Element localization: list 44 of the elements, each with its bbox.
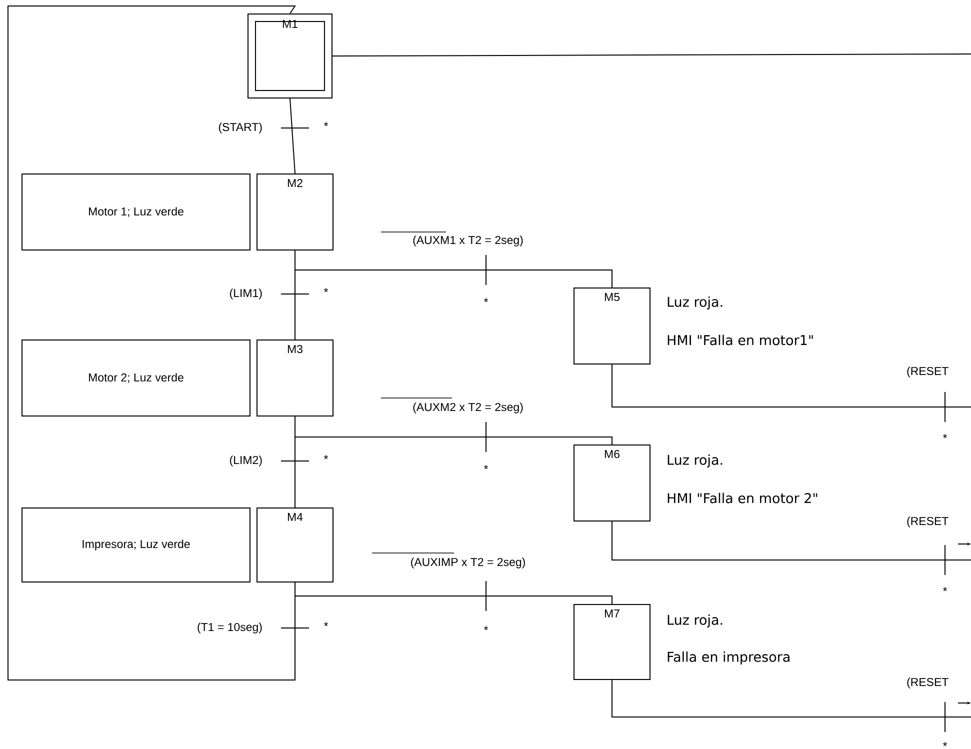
transition-label: (AUXIMP x T2 = 2seg) xyxy=(372,552,527,570)
action-box: Impresora; Luz verde xyxy=(22,508,250,582)
step-box: M5 xyxy=(574,288,650,364)
action-text: Falla en impresora xyxy=(668,651,790,665)
transition-label: (T1 = 10seg) xyxy=(196,622,264,634)
connector-line xyxy=(8,6,296,680)
transition-label: (AUXM1 x T2 = 2seg) xyxy=(380,232,524,248)
transition-label: (RESET xyxy=(906,366,950,378)
transition-label: (RESET xyxy=(906,676,950,690)
asterisk: * xyxy=(324,288,328,292)
step-box: M3 xyxy=(256,340,334,416)
step-box: M4 xyxy=(256,508,334,582)
action-text: HMI "Falla en motor 2" xyxy=(668,492,818,504)
step-box: M7 xyxy=(574,604,650,680)
step-box: M6 xyxy=(574,444,650,522)
asterisk: * xyxy=(484,465,488,470)
action-text: Luz roja. xyxy=(668,454,722,468)
transition-label: (LIM1) xyxy=(228,288,264,300)
transition-label: (START) xyxy=(217,122,264,134)
asterisk: * xyxy=(324,622,328,626)
connector-line xyxy=(612,364,971,408)
connector-line xyxy=(332,54,971,56)
asterisk: * xyxy=(942,742,948,746)
asterisk: * xyxy=(942,587,948,592)
connector-line xyxy=(294,416,612,445)
step-box: M2 xyxy=(256,174,334,250)
action-text: Luz roja. xyxy=(668,614,722,628)
connector-line xyxy=(294,582,612,604)
asterisk: * xyxy=(484,626,488,630)
connector-line xyxy=(290,98,296,174)
asterisk: * xyxy=(324,455,328,460)
connector-line xyxy=(612,680,971,718)
connector-line xyxy=(612,521,971,560)
transition-label: (AUXM2 x T2 = 2seg) xyxy=(380,398,524,414)
asterisk: * xyxy=(942,434,948,438)
action-text: Luz roja. xyxy=(668,296,722,310)
action-text: HMI "Falla en motor1" xyxy=(668,334,813,346)
action-box: Motor 1; Luz verde xyxy=(22,174,250,250)
transition-label: (LIM2) xyxy=(228,454,264,468)
action-box: Motor 2; Luz verde xyxy=(22,340,250,416)
asterisk: * xyxy=(324,122,328,126)
connector-line xyxy=(294,250,612,288)
transition-label: (RESET xyxy=(906,516,950,528)
asterisk: * xyxy=(484,298,488,302)
